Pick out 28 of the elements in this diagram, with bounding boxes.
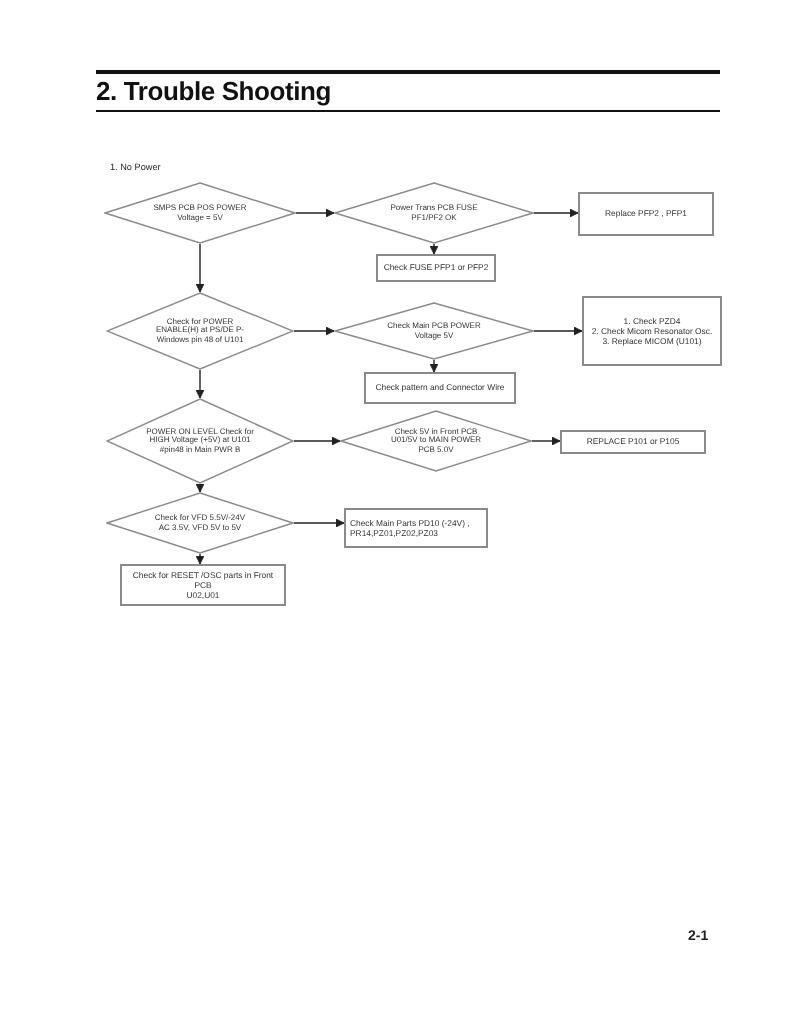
decision-diamond xyxy=(106,292,294,370)
page-title: 2. Trouble Shooting xyxy=(96,76,332,106)
decision-diamond xyxy=(106,492,294,554)
arrow xyxy=(295,208,335,218)
decision-diamond xyxy=(106,398,294,484)
decision-diamond xyxy=(104,182,296,244)
decision-diamond xyxy=(340,410,532,472)
arrow xyxy=(195,483,205,493)
arrow xyxy=(195,553,205,565)
arrow xyxy=(533,208,579,218)
arrow xyxy=(429,243,439,255)
arrow xyxy=(293,436,341,446)
arrow xyxy=(195,243,205,293)
process-box xyxy=(120,564,286,606)
process-box xyxy=(582,296,722,366)
arrow xyxy=(531,436,561,446)
process-box xyxy=(578,192,714,236)
process-box xyxy=(364,372,516,404)
process-box xyxy=(560,430,706,454)
decision-diamond xyxy=(334,182,534,244)
process-box xyxy=(376,254,496,282)
arrow xyxy=(429,359,439,373)
decision-diamond xyxy=(334,302,534,360)
arrow xyxy=(195,369,205,399)
process-box xyxy=(344,508,488,548)
arrow xyxy=(293,518,345,528)
arrow xyxy=(533,326,583,336)
arrow xyxy=(293,326,335,336)
